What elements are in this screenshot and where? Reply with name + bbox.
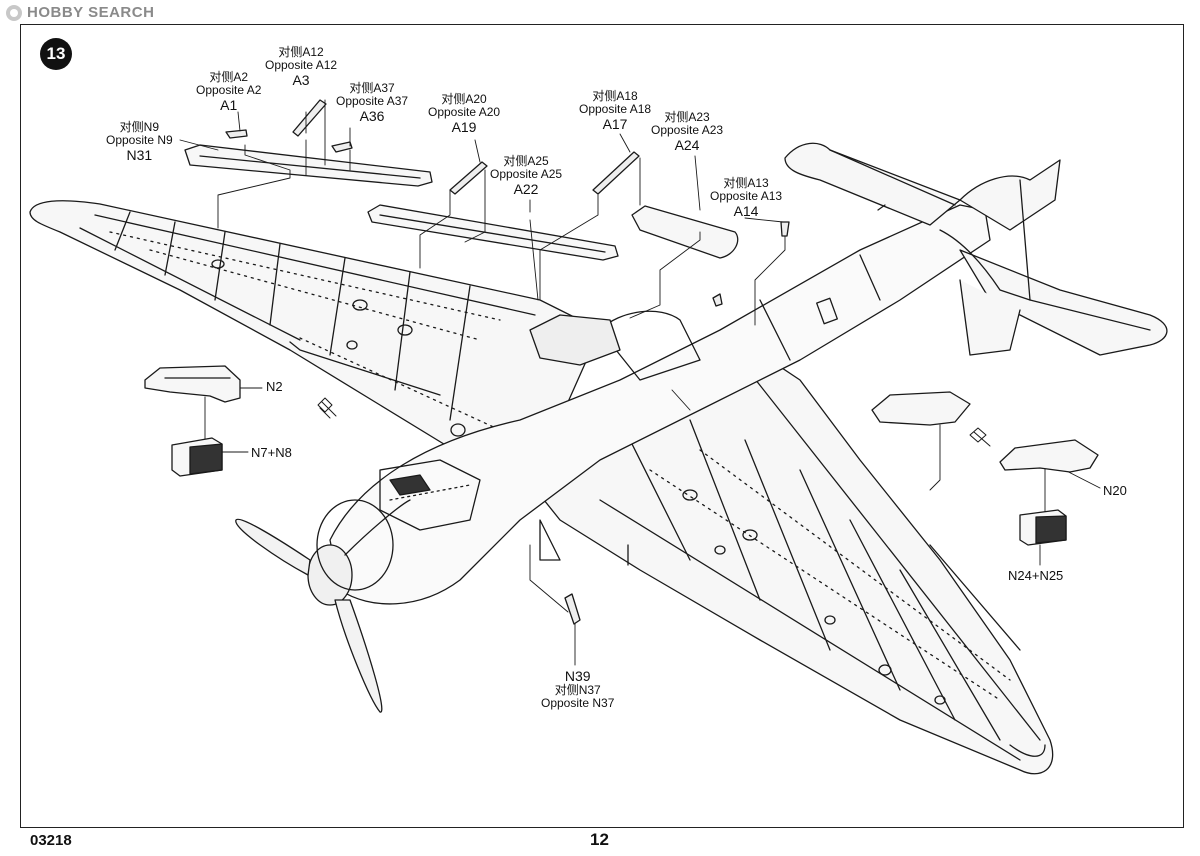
label-n31: 对侧N9 Opposite N9 N31 <box>106 120 173 164</box>
label-a36-en: Opposite A37 <box>336 94 409 108</box>
small-part-clip <box>712 293 723 307</box>
label-a3-zh: 对侧A12 <box>278 45 324 59</box>
part-a3-shape <box>292 99 327 137</box>
label-n7n8: N7+N8 <box>251 445 292 460</box>
label-n31-en: Opposite N9 <box>106 133 173 147</box>
leader-lines <box>179 99 1101 666</box>
label-a36-zh: 对侧A37 <box>349 81 395 95</box>
label-a17-en: Opposite A18 <box>579 102 652 116</box>
label-a3: 对侧A12 Opposite A12 A3 <box>265 45 338 89</box>
label-a14: 对侧A13 Opposite A13 A14 <box>710 176 783 220</box>
label-a1-zh: 对侧A2 <box>209 70 249 84</box>
direction-arrow-right <box>969 427 991 447</box>
label-a1: 对侧A2 Opposite A2 A1 <box>196 70 262 114</box>
label-a24: 对侧A23 Opposite A23 A24 <box>651 110 724 154</box>
page-frame <box>20 24 1184 828</box>
label-n39: N39 对侧N37 Opposite N37 <box>541 668 614 710</box>
part-a14-shape <box>780 221 790 237</box>
label-a24-part: A24 <box>674 137 700 153</box>
label-a3-en: Opposite A12 <box>265 58 338 72</box>
direction-arrow-left <box>317 397 337 419</box>
label-a17: 对侧A18 Opposite A18 A17 <box>579 89 652 133</box>
product-code: 03218 <box>30 832 72 849</box>
part-n20-shape <box>999 439 1099 473</box>
label-a36: 对侧A37 Opposite A37 A36 <box>336 81 409 125</box>
label-n20: N20 <box>1103 483 1127 498</box>
watermark: HOBBY SEARCH <box>6 4 154 21</box>
label-a19-part: A19 <box>451 119 477 135</box>
part-a19-shape <box>449 161 488 195</box>
label-a3-part: A3 <box>292 72 310 88</box>
label-a19: 对侧A20 Opposite A20 A19 <box>428 92 501 136</box>
label-a19-en: Opposite A20 <box>428 105 501 119</box>
label-a22: 对侧A25 Opposite A25 A22 <box>490 154 563 198</box>
part-center-panel <box>871 391 971 426</box>
label-a24-en: Opposite A23 <box>651 123 724 137</box>
part-a17-shape <box>592 151 640 195</box>
right-wing <box>519 339 1054 775</box>
watermark-text: HOBBY SEARCH <box>27 4 155 21</box>
label-a24-zh: 对侧A23 <box>664 110 710 124</box>
part-n39-shape <box>564 593 581 625</box>
label-n24n25: N24+N25 <box>1008 568 1064 583</box>
part-n7n8-box <box>171 437 223 477</box>
label-a14-zh: 对侧A13 <box>723 176 769 190</box>
part-a36-shape <box>331 141 353 153</box>
label-a22-zh: 对侧A25 <box>503 154 549 168</box>
flap-panel-n31 <box>184 144 433 187</box>
watermark-logo-icon <box>6 4 22 21</box>
label-a17-part: A17 <box>602 116 628 132</box>
part-a1-shape <box>225 129 248 139</box>
label-a22-en: Opposite A25 <box>490 167 563 181</box>
label-a14-en: Opposite A13 <box>710 189 783 203</box>
label-a19-zh: 对侧A20 <box>441 92 487 106</box>
label-a36-part: A36 <box>359 108 385 124</box>
tail-assembly <box>784 142 1168 356</box>
label-a1-en: Opposite A2 <box>196 83 262 97</box>
label-a14-part: A14 <box>733 203 759 219</box>
propeller <box>235 499 411 713</box>
label-n39-en: Opposite N37 <box>541 696 615 710</box>
page-number: 12 <box>590 830 609 849</box>
label-n31-zh: 对侧N9 <box>119 120 160 134</box>
label-a17-zh: 对侧A18 <box>592 89 638 103</box>
label-n31-part: N31 <box>126 147 153 163</box>
flap-panel-a22 <box>367 204 619 261</box>
panel-a24 <box>631 205 739 259</box>
label-n2: N2 <box>266 379 283 394</box>
part-n24n25-box <box>1019 509 1067 546</box>
part-n2-shape <box>144 365 241 403</box>
label-a1-part: A1 <box>220 97 238 113</box>
label-a22-part: A22 <box>513 181 539 197</box>
label-n39-part: N39 <box>564 668 591 684</box>
label-n39-zh: 对侧N37 <box>554 683 601 697</box>
step-number-badge: 13 <box>40 38 72 70</box>
